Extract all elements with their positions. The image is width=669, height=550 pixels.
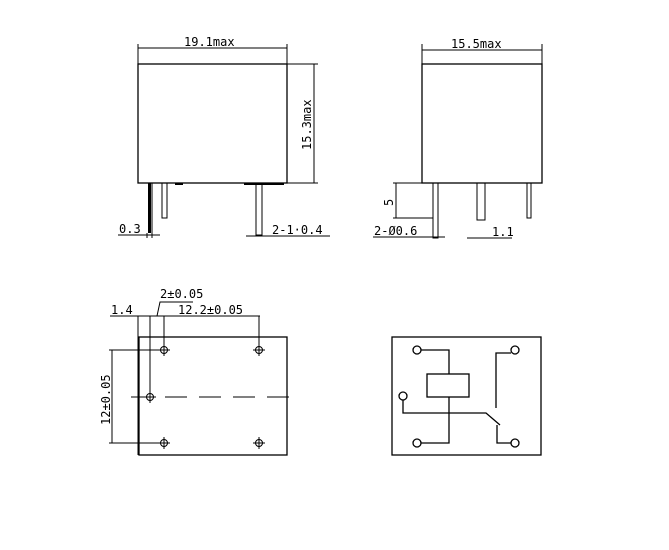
pin — [148, 183, 151, 233]
pin-hole — [158, 437, 170, 449]
terminal — [412, 345, 422, 355]
terminal — [510, 438, 520, 448]
side-width-label: 15.5max — [451, 37, 502, 51]
footprint-outline — [138, 336, 288, 456]
pin-width-label: 2-1·0.4 — [272, 223, 323, 237]
terminal — [412, 438, 422, 448]
offset-label: 1.4 — [111, 303, 133, 317]
pitch-y-label: 12±0.05 — [99, 374, 113, 425]
pin — [255, 182, 263, 236]
front-height-label: 15.3max — [300, 99, 314, 150]
front-view: 19.1max 15.3max 0.3 2-1·0.4 — [118, 35, 330, 238]
pin — [476, 182, 486, 221]
terminal — [398, 391, 408, 401]
pin-hole — [158, 344, 170, 356]
front-width-label: 19.1max — [184, 35, 235, 49]
side-view: 15.5max 5 2-Ø0.6 1.1 — [373, 37, 543, 239]
coil-symbol — [426, 373, 470, 398]
pin-length-label: 5 — [382, 199, 396, 206]
pitch-x-label: 12.2±0.05 — [178, 303, 243, 317]
pin-width-label: 1.1 — [492, 225, 514, 239]
pin-hole — [144, 391, 156, 403]
terminal — [510, 345, 520, 355]
schematic-view — [391, 336, 542, 456]
footprint-view: 1.4 2±0.05 12.2±0.05 12±0.05 — [99, 287, 300, 456]
front-body — [137, 63, 288, 184]
pin-thickness-label: 0.3 — [119, 222, 141, 236]
schematic-outline — [391, 336, 542, 456]
pitch-small-label: 2±0.05 — [160, 287, 203, 301]
pin — [161, 182, 168, 219]
pin — [432, 182, 439, 239]
pin-diameter-label: 2-Ø0.6 — [374, 224, 417, 238]
pin — [526, 182, 532, 219]
pin-hole — [253, 344, 265, 356]
pin-hole — [253, 437, 265, 449]
side-body — [421, 63, 543, 184]
